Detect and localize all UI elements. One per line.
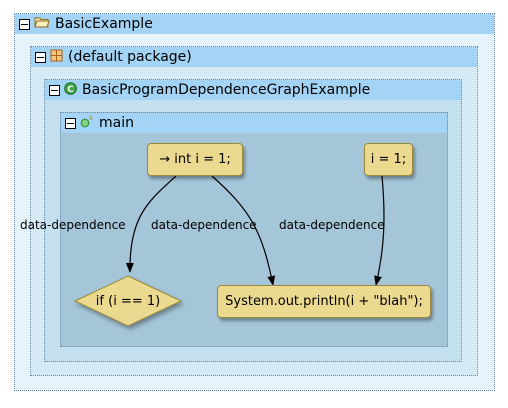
statement-node[interactable]: i = 1; xyxy=(364,143,413,176)
edge-line xyxy=(374,175,385,286)
edge-line xyxy=(125,175,177,273)
folder-icon xyxy=(34,16,50,32)
node-label: → int i = 1; xyxy=(159,152,231,167)
statement-node[interactable]: System.out.println(i + "blah"); xyxy=(217,285,431,318)
collapse-project-toggle[interactable] xyxy=(19,18,30,30)
collapse-package-toggle[interactable] xyxy=(35,51,46,63)
node-label: System.out.println(i + "blah"); xyxy=(225,294,423,309)
package-icon xyxy=(50,49,63,66)
edge-line xyxy=(211,175,276,286)
decision-node-shape[interactable] xyxy=(73,275,183,327)
method-icon: s xyxy=(80,114,94,132)
statement-node[interactable]: → int i = 1; xyxy=(147,143,243,176)
node-label: i = 1; xyxy=(370,152,407,167)
edge-label: data-dependence xyxy=(151,218,257,232)
package-header[interactable]: (default package) xyxy=(31,47,477,67)
collapse-method-toggle[interactable] xyxy=(65,117,76,129)
collapse-class-toggle[interactable] xyxy=(49,84,60,96)
class-name: BasicProgramDependenceGraphExample xyxy=(82,82,371,98)
method-header[interactable]: s main xyxy=(61,113,447,133)
edge-label: data-dependence xyxy=(279,218,385,232)
decision-node-label: if (i == 1) xyxy=(96,294,160,309)
class-icon: C xyxy=(64,81,77,99)
project-header[interactable]: BasicExample xyxy=(15,14,494,34)
method-name: main xyxy=(99,115,134,131)
package-name: (default package) xyxy=(68,49,192,65)
class-header[interactable]: C BasicProgramDependenceGraphExample xyxy=(45,80,461,100)
project-name: BasicExample xyxy=(55,16,153,32)
edge-label: data-dependence xyxy=(20,218,126,232)
svg-text:s: s xyxy=(89,115,93,122)
svg-text:C: C xyxy=(67,84,74,94)
